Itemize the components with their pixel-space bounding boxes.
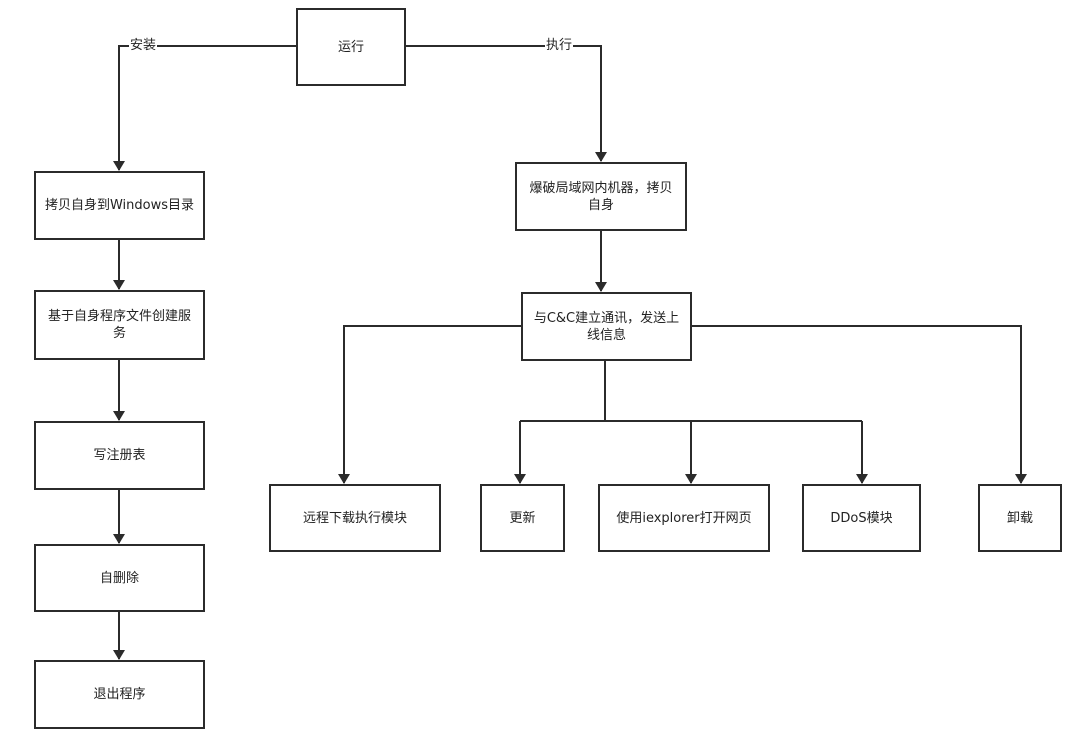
node-exit-program: 退出程序 <box>34 660 205 729</box>
edge-label-install: 安装 <box>129 38 158 53</box>
node-create-service-label: 基于自身程序文件创建服务 <box>47 309 191 341</box>
node-open-webpage: 使用iexplorer打开网页 <box>598 484 770 552</box>
node-uninstall: 卸载 <box>978 484 1062 552</box>
node-ddos-label: DDoS模块 <box>830 510 893 526</box>
node-copy-self-label: 拷贝自身到Windows目录 <box>44 198 195 213</box>
node-open-webpage-label: 使用iexplorer打开网页 <box>616 510 752 526</box>
edge-label-execute: 执行 <box>545 38 574 53</box>
node-update-label: 更新 <box>509 510 536 526</box>
node-run: 运行 <box>296 8 406 86</box>
node-remote-download: 远程下载执行模块 <box>269 484 441 552</box>
node-self-delete-label: 自删除 <box>99 570 139 586</box>
node-ddos: DDoS模块 <box>802 484 921 552</box>
edge-cnc-to-download <box>338 325 521 484</box>
node-remote-download-label: 远程下载执行模块 <box>302 510 407 526</box>
node-copy-self: 拷贝自身到Windows目录 <box>34 171 205 240</box>
node-update: 更新 <box>480 484 565 552</box>
node-write-registry-label: 写注册表 <box>93 448 146 463</box>
node-create-service: 基于自身程序文件创建服务 <box>34 290 205 360</box>
node-brute-lan: 爆破局域网内机器，拷贝自身 <box>515 162 687 231</box>
node-run-label: 运行 <box>337 39 364 55</box>
node-cnc-connect-label: 与C&C建立通讯，发送上线信息 <box>533 310 680 343</box>
node-cnc-connect: 与C&C建立通讯，发送上线信息 <box>521 292 692 361</box>
node-self-delete: 自删除 <box>34 544 205 612</box>
node-write-registry: 写注册表 <box>34 421 205 490</box>
node-exit-program-label: 退出程序 <box>93 687 146 702</box>
edge-run-to-copy <box>113 45 296 171</box>
edge-cnc-to-uninstall <box>691 325 1027 484</box>
node-uninstall-label: 卸载 <box>1006 510 1033 526</box>
edge-run-to-brute <box>405 45 607 162</box>
node-brute-lan-label: 爆破局域网内机器，拷贝自身 <box>529 180 673 213</box>
